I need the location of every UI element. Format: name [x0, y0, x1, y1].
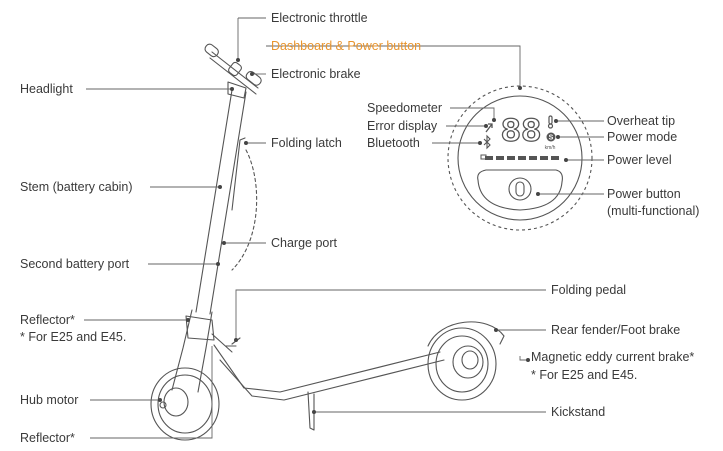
label-speedometer: Speedometer: [367, 101, 443, 115]
deck: [213, 337, 445, 401]
note-magnetic-brake: * For E25 and E45.: [531, 368, 638, 382]
label-power-button: Power button: [607, 187, 681, 201]
power-level-bar: [485, 156, 559, 160]
label-power-mode: Power mode: [607, 130, 678, 144]
battery-icon: [480, 154, 487, 160]
power-mode-icon: S: [546, 132, 556, 142]
label-second-battery-port: Second battery port: [20, 257, 130, 271]
label-charge-port: Charge port: [271, 236, 338, 250]
label-bluetooth: Bluetooth: [367, 136, 420, 150]
stem: [195, 81, 247, 315]
label-kickstand: Kickstand: [551, 405, 606, 419]
label-overheat-tip: Overheat tip: [607, 114, 676, 128]
handlebar: [204, 43, 262, 95]
label-folding-pedal: Folding pedal: [551, 283, 627, 297]
label-power-button-sub: (multi-functional): [607, 204, 700, 218]
folding-latch-dashed: [231, 149, 258, 271]
note-reflector-front: * For E25 and E45.: [20, 330, 127, 344]
label-hub-motor: Hub motor: [20, 393, 79, 407]
bluetooth-icon: [483, 134, 491, 150]
front-wheel: [150, 367, 220, 441]
label-reflector-front: Reflector*: [20, 313, 75, 327]
label-magnetic-brake: Magnetic eddy current brake*: [531, 350, 695, 364]
leader-dots: [158, 58, 568, 414]
front-fork: [171, 309, 233, 393]
rear-wheel: [427, 321, 505, 401]
leader-lines: [84, 17, 604, 439]
label-reflector-bottom: Reflector*: [20, 431, 75, 445]
label-electronic-throttle: Electronic throttle: [271, 11, 368, 25]
label-folding-latch: Folding latch: [271, 136, 342, 150]
label-dashboard-power-button: Dashboard & Power button: [271, 39, 422, 53]
label-stem: Stem (battery cabin): [20, 180, 133, 194]
error-display-icon: [485, 123, 493, 133]
speed-digits: 88: [501, 114, 542, 152]
label-electronic-brake: Electronic brake: [271, 67, 361, 81]
label-rear-fender: Rear fender/Foot brake: [551, 323, 681, 337]
label-headlight: Headlight: [20, 82, 73, 96]
label-error-display: Error display: [367, 119, 438, 133]
thermometer-icon: [547, 115, 554, 129]
svg-text:S: S: [549, 135, 554, 142]
speed-unit: km/h: [545, 145, 556, 151]
label-power-level: Power level: [607, 153, 672, 167]
